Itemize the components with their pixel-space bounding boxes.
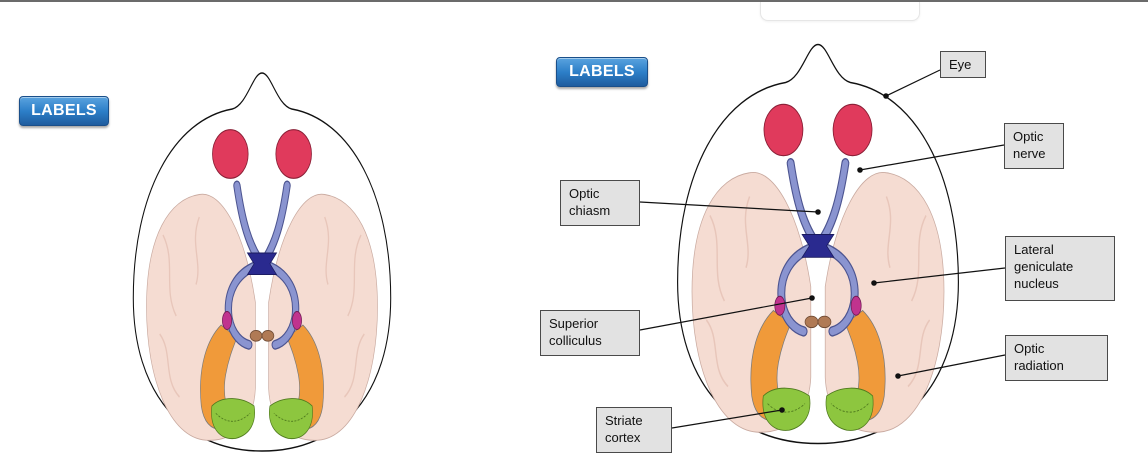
callout-optic-radiation: Optic radiation [1005, 335, 1108, 381]
labels-button-left[interactable]: LABELS [19, 96, 109, 126]
left-brain-diagram [133, 73, 390, 451]
callout-eye: Eye [940, 51, 986, 78]
top-rule [0, 0, 1148, 2]
callout-striate-cortex: Striate cortex [596, 407, 672, 453]
callout-superior-colliculus: Superior colliculus [540, 310, 640, 356]
labels-button-right[interactable]: LABELS [556, 57, 648, 87]
top-tab[interactable] [760, 2, 920, 21]
callout-optic-nerve: Optic nerve [1004, 123, 1064, 169]
leader-lines [639, 69, 1006, 429]
callout-optic-chiasm: Optic chiasm [560, 180, 640, 226]
right-brain-diagram [678, 44, 959, 443]
callout-lateral-geniculate-nucleus: Lateral geniculate nucleus [1005, 236, 1115, 301]
